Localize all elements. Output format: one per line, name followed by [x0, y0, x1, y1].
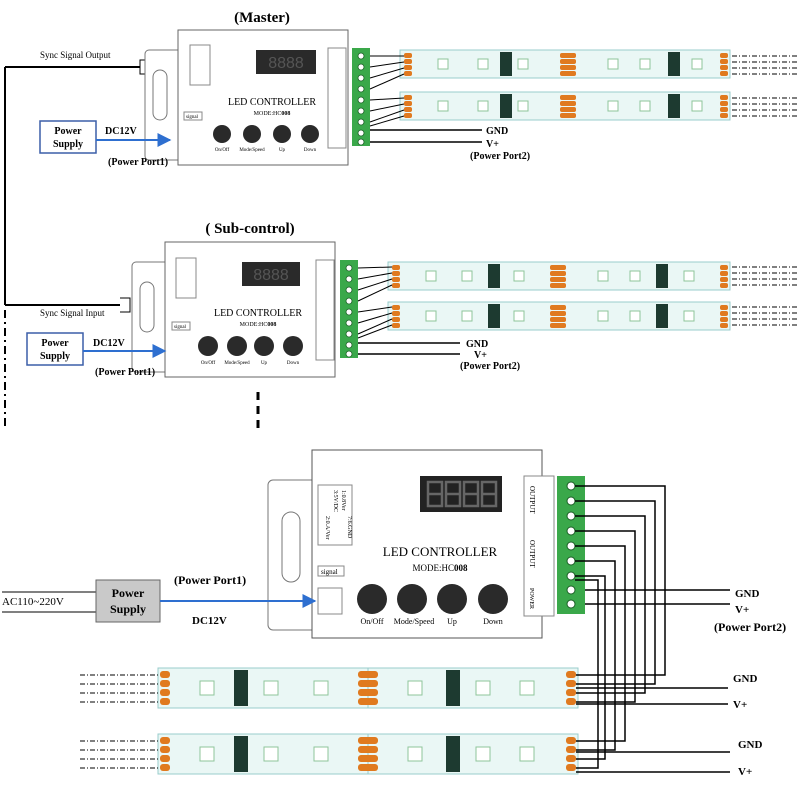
master-controller: 8888 signal LED CONTROLLER MODE:HC008 On…: [144, 29, 370, 166]
bottom-dc-label: DC12V: [192, 615, 227, 627]
sub-title: ( Sub-control): [205, 221, 294, 237]
master-sync-label: Sync Signal Output: [40, 50, 111, 60]
master-supply-line1: Power: [54, 126, 82, 137]
master-btn-onoff: On/Off: [215, 148, 230, 153]
sub-digits: 8888: [253, 267, 289, 284]
master-digits: 8888: [268, 55, 304, 72]
sub-dc-label: DC12V: [93, 338, 125, 349]
bottom-mode-label: MODE:HC008: [412, 563, 468, 573]
sub-port2-label: (Power Port2): [460, 361, 520, 372]
spec-row-4: 7:6.GND: [346, 516, 352, 539]
strip1-vplus-label: V+: [733, 699, 747, 711]
spec-row-3: 2:0.A/Ver: [324, 516, 330, 540]
master-btn-mode: Mode/Speed: [239, 148, 265, 153]
bottom-wiring: [575, 485, 666, 769]
sub-btn-up: Up: [261, 361, 268, 366]
master-btn-up: Up: [279, 148, 286, 153]
master-port1-label: (Power Port1): [108, 157, 168, 168]
sub-strip-1: [387, 261, 798, 291]
master-strip-2: [399, 91, 798, 121]
sub-btn-down: Down: [287, 361, 300, 366]
strip2-gnd-label: GND: [738, 739, 763, 751]
master-controller-title: LED CONTROLLER: [228, 97, 316, 108]
sub-sync-label: Sync Signal Input: [40, 308, 105, 318]
master-title: (Master): [234, 10, 290, 26]
sub-mode-label: MODE:HC008: [240, 322, 277, 328]
sub-controller: 8888 signal LED CONTROLLER MODE:HC008 On…: [131, 241, 358, 378]
bottom-output-label-1: OUTPUT: [528, 486, 536, 514]
master-strip-1: [399, 49, 798, 79]
master-gnd-label: GND: [486, 126, 508, 137]
master-mode-label: MODE:HC008: [254, 111, 291, 117]
bottom-btn-down: Down: [483, 617, 503, 626]
strip1-gnd-label: GND: [733, 673, 758, 685]
bottom-port2-label: (Power Port2): [714, 620, 786, 634]
sub-vplus-label: V+: [474, 350, 487, 361]
sub-gnd-label: GND: [466, 339, 488, 350]
bottom-power-label: POWER: [528, 588, 534, 609]
ac-label: AC110~220V: [2, 596, 64, 608]
master-port2-label: (Power Port2): [470, 151, 530, 162]
bottom-strip-2: [80, 733, 579, 775]
master-vplus-label: V+: [486, 139, 499, 150]
bottom-controller: 1:0.8Ver 3:5V/DC 2:0.A/Ver 7:6.GND signa…: [267, 449, 585, 639]
spec-row-1: 1:0.8Ver: [340, 490, 346, 511]
sub-btn-mode: Mode/Speed: [224, 361, 250, 366]
sub-power-supply: [26, 332, 84, 366]
bottom-btn-up: Up: [447, 617, 457, 626]
sub-controller-title: LED CONTROLLER: [214, 308, 302, 319]
master-btn-down: Down: [304, 148, 317, 153]
spec-row-2: 3:5V/DC: [332, 490, 338, 512]
strip2-vplus-label: V+: [738, 766, 752, 778]
bottom-port1-label: (Power Port1): [174, 573, 246, 587]
bottom-btn-onoff: On/Off: [361, 617, 384, 626]
bottom-signal-label: signal: [321, 568, 338, 576]
bottom-output-label-2: OUTPUT: [528, 540, 536, 568]
sub-btn-onoff: On/Off: [201, 361, 216, 366]
bottom-supply-line1: Power: [112, 586, 145, 600]
sync-input-line: [4, 297, 131, 430]
master-dc-label: DC12V: [105, 126, 137, 137]
master-signal-label: signal: [186, 115, 199, 120]
bottom-supply-line2: Supply: [110, 602, 146, 616]
bottom-gnd-label: GND: [735, 588, 760, 600]
bottom-controller-title: LED CONTROLLER: [383, 544, 498, 559]
sub-supply-line2: Supply: [40, 351, 70, 362]
sub-port1-label: (Power Port1): [95, 367, 155, 378]
bottom-strip-1: [80, 667, 579, 709]
master-power-supply: [39, 120, 97, 154]
bottom-btn-mode: Mode/Speed: [394, 617, 434, 626]
bottom-vplus-label: V+: [735, 604, 749, 616]
master-supply-line2: Supply: [53, 139, 83, 150]
sub-strip-2: [387, 301, 798, 331]
bottom-power-supply: [95, 579, 161, 623]
sub-signal-label: signal: [174, 325, 187, 330]
sub-supply-line1: Power: [41, 338, 69, 349]
